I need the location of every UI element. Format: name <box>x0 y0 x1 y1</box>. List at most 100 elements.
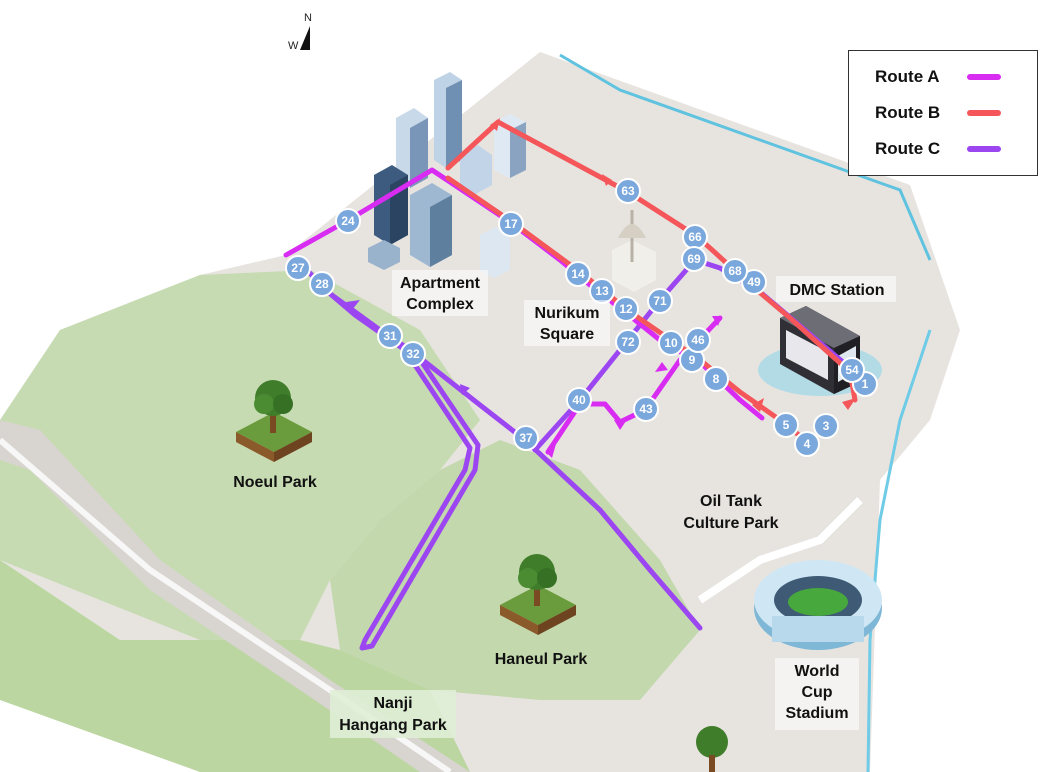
bottom-tree-icon <box>696 726 728 772</box>
stop-circle <box>377 323 403 349</box>
road <box>697 497 863 604</box>
stop-circle <box>566 387 592 413</box>
nurikum-tower-icon <box>612 210 656 292</box>
stop-circle <box>633 396 659 422</box>
apartment-label: Apartment <box>400 275 481 292</box>
stream <box>559 53 932 261</box>
stop-number: 5 <box>783 418 790 432</box>
stop-marker: 28 <box>309 271 335 297</box>
stop-number: 37 <box>519 431 533 445</box>
stop-marker: 46 <box>685 327 711 353</box>
legend-route-a: Route A <box>875 65 1001 89</box>
stop-marker: 72 <box>615 329 641 355</box>
stop-number: 4 <box>804 437 811 451</box>
stop-circle <box>681 246 707 272</box>
legend-route-a-label: Route A <box>875 67 940 86</box>
stop-number: 17 <box>504 217 518 231</box>
nanji-label: Nanji <box>373 695 412 712</box>
stop-number: 27 <box>291 261 305 275</box>
haneul-park-tree-icon <box>500 554 576 635</box>
stop-marker: 8 <box>703 366 729 392</box>
stop-circle <box>813 413 839 439</box>
stop-number: 54 <box>845 363 859 377</box>
stop-number: 1 <box>862 377 869 391</box>
stop-number: 63 <box>621 184 635 198</box>
stop-circle <box>773 412 799 438</box>
stop-number: 3 <box>823 419 830 433</box>
stadium-icon <box>754 560 882 650</box>
apartment-label-line2: Complex <box>406 296 474 313</box>
stop-circle <box>703 366 729 392</box>
nurikum-label-line2: Square <box>540 326 594 343</box>
compass-w-label: W <box>288 40 299 52</box>
stop-marker: 5 <box>773 412 799 438</box>
stop-circle <box>615 329 641 355</box>
stop-circle <box>647 288 673 314</box>
stop-circle <box>839 357 865 383</box>
stop-circle <box>400 341 426 367</box>
dmc-station-label: DMC Station <box>789 282 884 299</box>
stop-marker: 27 <box>285 255 311 281</box>
noeul-park-label: Noeul Park <box>233 474 317 491</box>
world-cup-label-line2: Cup <box>801 684 832 701</box>
stop-circle <box>309 271 335 297</box>
place-labels: Apartment Complex Nurikum Square DMC Sta… <box>233 270 896 738</box>
route-arrows <box>346 118 856 458</box>
legend-route-c-label: Route C <box>875 139 941 158</box>
legend-route-c-swatch <box>967 146 1001 152</box>
stop-marker: 3 <box>813 413 839 439</box>
legend-route-c: Route C <box>875 137 1001 161</box>
legend-route-b: Route B <box>875 101 1001 125</box>
stop-number: 43 <box>639 402 653 416</box>
stop-number: 12 <box>619 302 633 316</box>
stop-number: 10 <box>664 336 678 350</box>
stop-marker: 69 <box>681 246 707 272</box>
stop-circle <box>615 178 641 204</box>
stop-number: 66 <box>688 230 702 244</box>
stop-markers: 1345891012131417242728313237404346495463… <box>285 178 878 457</box>
stop-number: 24 <box>341 214 355 228</box>
compass: N W <box>288 12 318 52</box>
stop-marker: 17 <box>498 211 524 237</box>
stop-marker: 71 <box>647 288 673 314</box>
compass-n-label: N <box>304 12 312 24</box>
stop-number: 69 <box>687 252 701 266</box>
stop-circle <box>335 208 361 234</box>
stop-number: 32 <box>406 347 420 361</box>
apartment-buildings <box>368 72 526 278</box>
stop-marker: 43 <box>633 396 659 422</box>
stop-marker: 49 <box>741 269 767 295</box>
stop-circle <box>498 211 524 237</box>
route-legend: Route A Route B Route C <box>848 50 1038 176</box>
stop-marker: 12 <box>613 296 639 322</box>
stop-marker: 10 <box>658 330 684 356</box>
compass-arrow-icon <box>300 26 310 50</box>
stop-circle <box>613 296 639 322</box>
stop-marker: 31 <box>377 323 403 349</box>
stop-marker: 32 <box>400 341 426 367</box>
stop-circle <box>513 425 539 451</box>
world-cup-label: World <box>794 663 839 680</box>
stop-marker: 13 <box>589 278 615 304</box>
stop-marker: 63 <box>615 178 641 204</box>
stop-marker: 54 <box>839 357 865 383</box>
stop-number: 8 <box>713 372 720 386</box>
nanji-label-line2: Hangang Park <box>339 717 447 734</box>
stop-number: 46 <box>691 333 705 347</box>
stop-number: 14 <box>571 267 585 281</box>
stop-number: 13 <box>595 284 609 298</box>
legend-route-b-swatch <box>967 110 1001 116</box>
stop-marker: 40 <box>566 387 592 413</box>
stop-marker: 4 <box>794 431 820 457</box>
stop-circle <box>658 330 684 356</box>
stop-marker: 24 <box>335 208 361 234</box>
noeul-park-tree-icon <box>236 380 312 462</box>
haneul-park-label: Haneul Park <box>495 651 588 668</box>
stop-circle <box>722 258 748 284</box>
stop-marker: 14 <box>565 261 591 287</box>
legend-route-a-swatch <box>967 74 1001 80</box>
stop-marker: 66 <box>682 224 708 250</box>
oil-tank-label: Oil Tank <box>700 493 762 510</box>
nurikum-label: Nurikum <box>535 305 600 322</box>
